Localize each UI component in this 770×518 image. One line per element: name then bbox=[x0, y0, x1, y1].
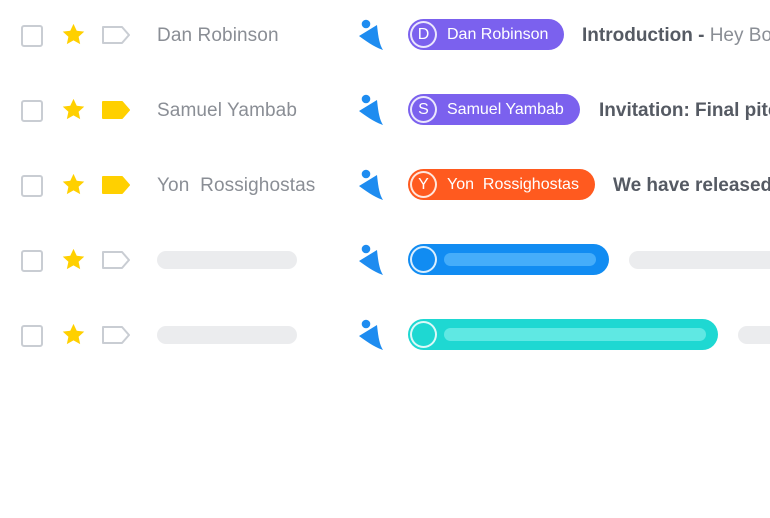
contact-chip-name: Dan Robinson bbox=[447, 25, 549, 43]
person-app-icon bbox=[359, 244, 383, 275]
contact-chip-name: Samuel Yambab bbox=[447, 100, 564, 118]
checkbox-icon[interactable] bbox=[21, 100, 43, 122]
label-tag-icon[interactable] bbox=[101, 25, 131, 45]
email-subject-title: We have released a bbox=[613, 175, 770, 196]
sender-name: Dan Robinson bbox=[157, 25, 279, 46]
sender-skeleton bbox=[157, 326, 297, 344]
contact-avatar: D bbox=[410, 21, 437, 48]
star-icon[interactable] bbox=[61, 22, 86, 47]
email-row[interactable]: Samuel Yambab S Samuel Yambab Invitation… bbox=[0, 91, 770, 131]
sender-name: Yon Rossighostas bbox=[157, 175, 316, 196]
checkbox-icon[interactable] bbox=[21, 325, 43, 347]
contact-avatar: S bbox=[410, 96, 437, 123]
contact-chip[interactable]: S Samuel Yambab bbox=[408, 94, 580, 125]
person-app-icon bbox=[359, 319, 383, 350]
person-app-icon bbox=[359, 169, 383, 200]
sender-skeleton bbox=[157, 251, 297, 269]
label-tag-icon[interactable] bbox=[101, 100, 131, 120]
chip-skeleton-bar bbox=[444, 328, 706, 341]
email-row[interactable]: Dan Robinson D Dan Robinson Introduction… bbox=[0, 16, 770, 56]
subject-skeleton bbox=[629, 251, 770, 269]
email-row-placeholder bbox=[0, 316, 770, 356]
email-subject: Introduction - Hey Bob, bbox=[582, 25, 770, 47]
star-icon[interactable] bbox=[61, 247, 86, 272]
label-tag-icon[interactable] bbox=[101, 250, 131, 270]
star-icon[interactable] bbox=[61, 97, 86, 122]
contact-chip-name: Yon Rossighostas bbox=[447, 175, 579, 193]
contact-chip[interactable]: D Dan Robinson bbox=[408, 19, 565, 50]
email-snippet: Hey Bob, bbox=[709, 25, 770, 46]
email-subject-title: Introduction - bbox=[582, 25, 710, 46]
checkbox-icon[interactable] bbox=[21, 175, 43, 197]
contact-avatar: Y bbox=[410, 171, 437, 198]
contact-chip-skeleton bbox=[408, 244, 609, 275]
star-icon[interactable] bbox=[61, 322, 86, 347]
label-tag-icon[interactable] bbox=[101, 325, 131, 345]
email-row[interactable]: Yon Rossighostas Y Yon Rossighostas We h… bbox=[0, 166, 770, 206]
contact-avatar-skeleton bbox=[410, 321, 437, 348]
person-app-icon bbox=[359, 94, 383, 125]
contact-chip-skeleton bbox=[408, 319, 718, 350]
contact-avatar-skeleton bbox=[410, 246, 437, 273]
star-icon[interactable] bbox=[61, 172, 86, 197]
contact-chip[interactable]: Y Yon Rossighostas bbox=[408, 169, 595, 200]
email-subject: Invitation: Final pitch bbox=[599, 100, 770, 122]
subject-skeleton bbox=[738, 326, 770, 344]
checkbox-icon[interactable] bbox=[21, 25, 43, 47]
checkbox-icon[interactable] bbox=[21, 250, 43, 272]
person-app-icon bbox=[359, 19, 383, 50]
chip-skeleton-bar bbox=[444, 253, 596, 266]
email-subject: We have released a bbox=[613, 175, 770, 197]
sender-name: Samuel Yambab bbox=[157, 100, 298, 121]
email-subject-title: Invitation: Final pitch bbox=[599, 100, 770, 121]
email-row-placeholder bbox=[0, 241, 770, 281]
label-tag-icon[interactable] bbox=[101, 175, 131, 195]
